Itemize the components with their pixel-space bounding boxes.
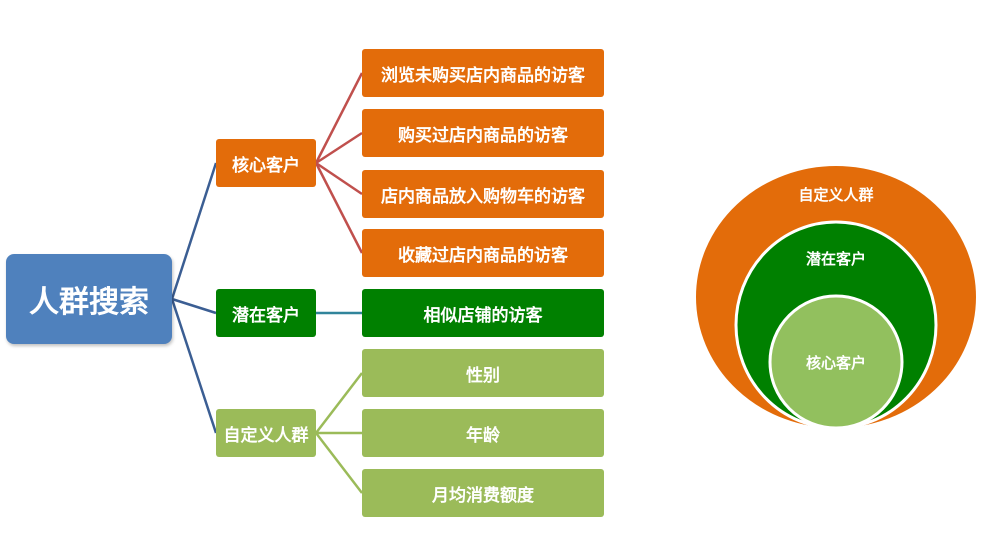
connector-root-custom [170,298,218,434]
leaf-custom-1: 性别 [362,349,604,397]
nested-circles-diagram: 自定义人群 潜在客户 核心客户 [694,164,978,430]
connector-root-potential [171,297,217,315]
leaf-custom-2: 年龄 [362,409,604,457]
leaf-core-3: 店内商品放入购物车的访客 [362,170,604,218]
connector-custom-leaf-3 [315,432,363,494]
leaf-core-1: 浏览未购买店内商品的访客 [362,49,604,97]
circle-inner-label: 核心客户 [806,354,866,372]
leaf-core-2: 购买过店内商品的访客 [362,109,604,157]
circle-outer-label: 自定义人群 [798,186,873,204]
connector-root-core [170,162,218,300]
group-potential-customers: 潜在客户 [216,289,316,337]
connector-core-leaf-3 [315,161,363,196]
circle-inner-core [768,294,904,430]
connector-custom-leaf-1 [315,372,363,434]
group-core-customers: 核心客户 [216,139,316,187]
connector-core-leaf-2 [315,131,363,165]
connector-core-leaf-4 [314,162,364,254]
root-node: 人群搜索 [6,254,172,344]
leaf-potential-1: 相似店铺的访客 [362,289,604,337]
leaf-core-4: 收藏过店内商品的访客 [362,229,604,277]
group-custom-audience: 自定义人群 [216,409,316,457]
leaf-custom-3: 月均消费额度 [362,469,604,517]
connector-core-leaf-1 [314,72,364,164]
circle-middle-label: 潜在客户 [806,250,866,268]
